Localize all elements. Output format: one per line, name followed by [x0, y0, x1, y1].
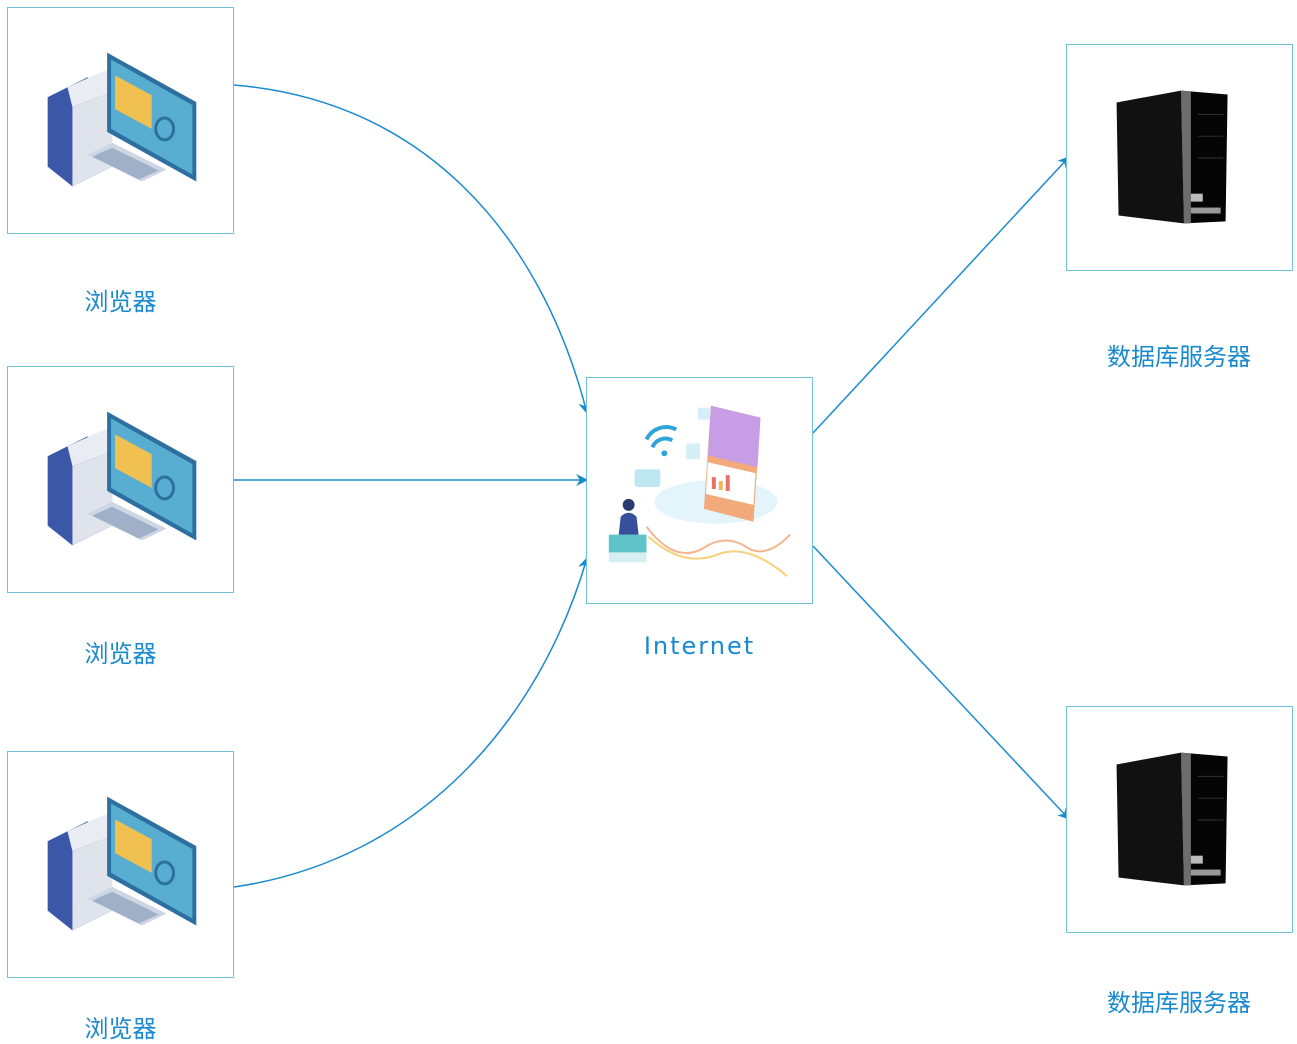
browser-label-1: 浏览器: [84, 288, 157, 316]
browser-label-3: 浏览器: [84, 1015, 157, 1043]
internet-node: [586, 377, 813, 604]
edge-internet-server2: [812, 545, 1070, 820]
browser-node-3: [7, 751, 234, 978]
desktop-computer-icon: [47, 411, 197, 546]
server-node-2: [1066, 706, 1293, 933]
edge-browser3-internet: [233, 556, 590, 888]
server-label-2: 数据库服务器: [1107, 989, 1251, 1017]
tower-server-icon: [1116, 90, 1228, 224]
desktop-computer-icon: [47, 52, 197, 187]
server-node-1: [1066, 44, 1293, 271]
server-label-1: 数据库服务器: [1107, 343, 1251, 371]
desktop-computer-icon: [47, 796, 197, 931]
browser-label-2: 浏览器: [84, 640, 157, 668]
internet-illustration-icon: [608, 405, 791, 577]
edge-browser1-internet: [233, 84, 591, 415]
edge-internet-server1: [812, 156, 1070, 434]
browser-node-1: [7, 7, 234, 234]
tower-server-icon: [1116, 752, 1228, 886]
browser-node-2: [7, 366, 234, 593]
internet-label: Internet: [643, 632, 756, 660]
